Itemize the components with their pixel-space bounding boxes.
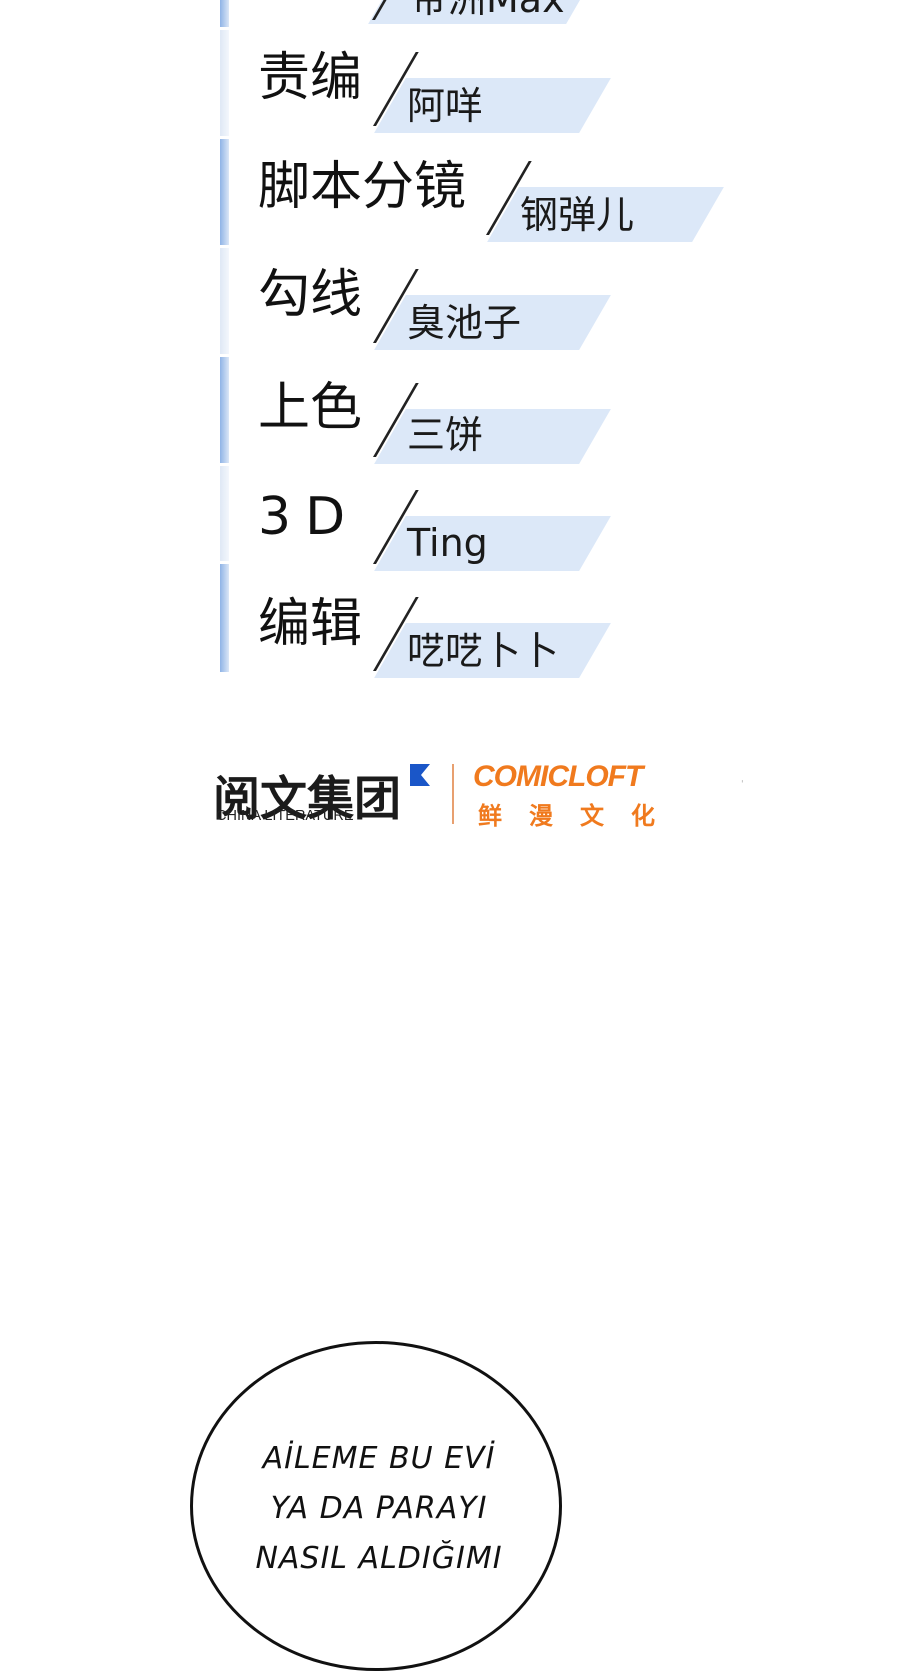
credit-bar bbox=[220, 30, 229, 136]
credit-bar bbox=[220, 248, 229, 354]
credit-role: 3D bbox=[258, 487, 360, 547]
comicloft-subtitle: 鲜漫文化 bbox=[478, 802, 682, 830]
china-literature-flag-icon bbox=[410, 764, 430, 786]
china-literature-logo: 阅文集团 bbox=[213, 772, 401, 827]
credit-name: 臭池子 bbox=[407, 301, 522, 345]
credit-name: 阿咩 bbox=[407, 84, 484, 128]
speech-bubble: AİLEME BU EVİ YA DA PARAYI NASIL ALDIĞIM… bbox=[190, 1341, 562, 1671]
credit-role: 脚本分镜 bbox=[258, 157, 467, 217]
credit-name: 呓呓卜卜 bbox=[407, 629, 560, 673]
credit-role: 勾线 bbox=[258, 265, 363, 325]
credit-bar bbox=[220, 564, 229, 672]
speech-bubble-text: AİLEME BU EVİ YA DA PARAYI NASIL ALDIĞIM… bbox=[193, 1434, 565, 1584]
corner-mark: ˌ bbox=[741, 774, 744, 784]
credit-name: 三饼 bbox=[407, 413, 484, 457]
credit-role: 上色 bbox=[258, 378, 363, 438]
credit-bar bbox=[220, 466, 229, 561]
logo-divider bbox=[452, 764, 454, 824]
credit-role: 编辑 bbox=[258, 594, 363, 654]
comicloft-logo: COMICLOFT bbox=[473, 760, 643, 793]
publisher-logos: 阅文集团 CHINA LITERATURE COMICLOFT 鲜漫文化 ˌ bbox=[0, 740, 900, 850]
credit-bar bbox=[220, 0, 229, 27]
speech-line: YA DA PARAYI bbox=[270, 1491, 488, 1526]
credits-block: 帝洲Max 责编 阿咩 脚本分镜 钢弹儿 勾线 臭池子 上色 三饼 3D Tin… bbox=[0, 0, 900, 700]
credit-bar bbox=[220, 357, 229, 463]
speech-line: AİLEME BU EVİ bbox=[262, 1441, 496, 1476]
speech-line: NASIL ALDIĞIMI bbox=[255, 1541, 503, 1576]
credit-name: 帝洲Max bbox=[410, 0, 565, 18]
credit-bar bbox=[220, 139, 229, 245]
china-literature-subtitle: CHINA LITERATURE bbox=[216, 808, 354, 824]
credit-name: Ting bbox=[407, 521, 488, 565]
credit-name: 钢弹儿 bbox=[520, 193, 635, 237]
credit-role: 责编 bbox=[258, 48, 363, 108]
